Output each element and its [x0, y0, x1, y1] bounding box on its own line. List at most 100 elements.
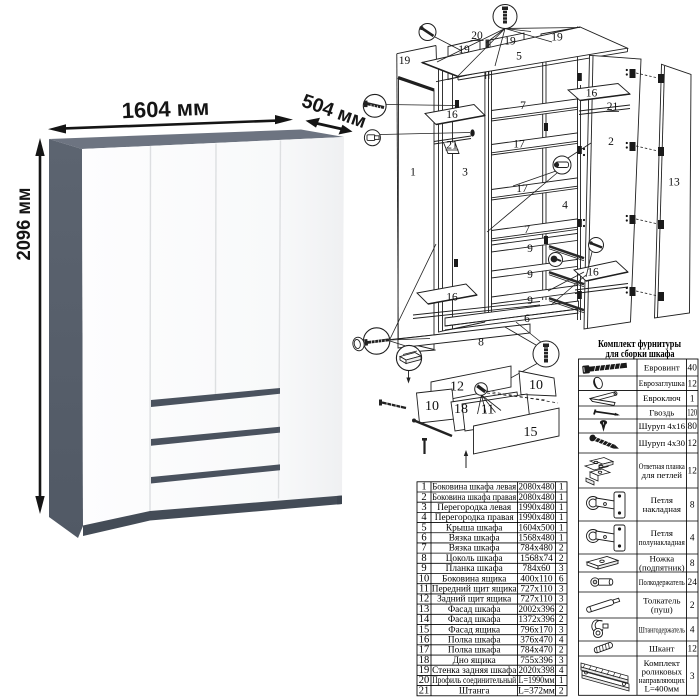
- svg-text:2: 2: [559, 554, 564, 564]
- svg-text:1604x500: 1604x500: [519, 523, 555, 533]
- svg-text:Еврозаглушка: Еврозаглушка: [639, 378, 685, 388]
- svg-text:7: 7: [421, 543, 426, 554]
- svg-text:2: 2: [559, 615, 564, 625]
- svg-text:L=372мм: L=372мм: [518, 686, 555, 696]
- svg-text:16: 16: [587, 267, 599, 279]
- svg-text:12: 12: [419, 594, 430, 605]
- svg-text:727x110: 727x110: [520, 595, 553, 605]
- svg-text:17: 17: [516, 183, 528, 195]
- svg-text:7: 7: [520, 100, 526, 112]
- svg-text:7: 7: [524, 224, 530, 236]
- svg-text:Боковина ящика: Боковина ящика: [442, 574, 506, 584]
- svg-text:40: 40: [688, 364, 698, 374]
- svg-text:2080x480: 2080x480: [519, 493, 555, 503]
- svg-text:накладная: накладная: [643, 504, 681, 514]
- svg-text:755x396: 755x396: [520, 656, 553, 666]
- svg-text:80: 80: [688, 422, 698, 432]
- svg-text:L=1990мм: L=1990мм: [519, 676, 555, 686]
- svg-text:20: 20: [419, 675, 430, 686]
- svg-text:2: 2: [559, 544, 564, 554]
- svg-text:3: 3: [559, 564, 564, 574]
- svg-text:3: 3: [462, 167, 468, 179]
- svg-text:3: 3: [421, 502, 426, 513]
- svg-text:1: 1: [559, 493, 564, 503]
- svg-text:9: 9: [527, 243, 533, 255]
- svg-text:13: 13: [419, 604, 430, 615]
- svg-text:19: 19: [419, 665, 430, 676]
- svg-text:8: 8: [478, 337, 484, 349]
- svg-text:Комплект фурнитуры: Комплект фурнитуры: [598, 338, 681, 350]
- svg-text:Комплект: Комплект: [644, 658, 680, 668]
- svg-text:1568x480: 1568x480: [519, 534, 555, 544]
- svg-text:16: 16: [419, 634, 430, 645]
- svg-text:Петля: Петля: [651, 495, 673, 505]
- svg-text:727x110: 727x110: [520, 584, 553, 594]
- svg-text:15: 15: [524, 425, 538, 440]
- svg-text:2: 2: [421, 492, 426, 503]
- svg-text:120: 120: [687, 409, 697, 419]
- svg-text:Дно ящика: Дно ящика: [453, 656, 496, 666]
- svg-text:796x170: 796x170: [520, 625, 553, 635]
- svg-text:784x60: 784x60: [523, 564, 551, 574]
- svg-text:Полкодержатель: Полкодержатель: [639, 577, 685, 587]
- svg-text:4: 4: [559, 635, 564, 645]
- svg-text:1: 1: [559, 523, 564, 533]
- svg-text:15: 15: [419, 624, 430, 635]
- svg-text:Фасад ящика: Фасад ящика: [448, 625, 500, 635]
- svg-text:Стенка задняя шкафа: Стенка задняя шкафа: [432, 665, 516, 676]
- svg-text:полунакладная: полунакладная: [639, 537, 685, 547]
- svg-text:784x480: 784x480: [520, 544, 553, 554]
- svg-text:19: 19: [399, 55, 411, 67]
- svg-text:18: 18: [419, 655, 430, 666]
- svg-text:1: 1: [421, 482, 426, 493]
- svg-text:6: 6: [421, 533, 426, 544]
- svg-text:8: 8: [421, 553, 426, 564]
- svg-text:(пуш): (пуш): [651, 604, 673, 614]
- svg-text:17: 17: [513, 139, 525, 151]
- svg-text:11: 11: [419, 583, 429, 594]
- svg-text:2: 2: [559, 605, 564, 615]
- svg-text:11: 11: [481, 403, 494, 418]
- svg-text:2: 2: [559, 686, 564, 696]
- svg-text:12: 12: [688, 379, 698, 389]
- svg-text:для петлей: для петлей: [642, 470, 683, 480]
- svg-text:12: 12: [688, 645, 698, 655]
- svg-text:4: 4: [562, 200, 568, 212]
- svg-text:Вязка шкафа: Вязка шкафа: [449, 533, 500, 544]
- svg-text:10: 10: [425, 399, 439, 414]
- svg-text:Полка шкафа: Полка шкафа: [448, 634, 501, 645]
- svg-text:Боковина шкафа левая: Боковина шкафа левая: [432, 482, 517, 493]
- svg-text:19: 19: [551, 32, 563, 44]
- svg-text:Цоколь шкафа: Цоколь шкафа: [446, 553, 503, 564]
- svg-text:8: 8: [690, 501, 695, 511]
- svg-text:Штангодержатель: Штангодержатель: [639, 625, 685, 635]
- svg-text:2: 2: [608, 136, 614, 148]
- svg-text:Задний щит ящика: Задний щит ящика: [437, 594, 511, 605]
- svg-text:1: 1: [559, 503, 564, 513]
- svg-text:Фасад шкафа: Фасад шкафа: [448, 614, 501, 625]
- svg-text:Петля: Петля: [651, 528, 673, 538]
- svg-text:376x470: 376x470: [520, 635, 553, 645]
- svg-text:Толкатель: Толкатель: [643, 596, 680, 606]
- svg-text:16: 16: [446, 292, 458, 304]
- svg-text:1: 1: [559, 534, 564, 544]
- svg-text:Шкант: Шкант: [649, 644, 675, 654]
- svg-text:20: 20: [471, 30, 483, 42]
- svg-text:784x470: 784x470: [520, 646, 553, 656]
- svg-text:2020x398: 2020x398: [519, 666, 555, 676]
- svg-text:Штанга: Штанга: [459, 686, 490, 696]
- svg-text:19: 19: [458, 44, 470, 56]
- svg-text:1990x480: 1990x480: [519, 513, 555, 523]
- svg-text:3: 3: [559, 595, 564, 605]
- svg-text:Ножка: Ножка: [649, 554, 674, 564]
- svg-text:21: 21: [446, 140, 458, 152]
- svg-text:Крыша шкафа: Крыша шкафа: [446, 522, 503, 533]
- svg-text:6: 6: [524, 313, 530, 325]
- svg-text:Профиль соединительный: Профиль соединительный: [432, 675, 516, 686]
- svg-text:Ответная планка: Ответная планка: [639, 461, 685, 471]
- svg-text:Планка шкафа: Планка шкафа: [446, 563, 503, 574]
- svg-text:Шуруп 4x16: Шуруп 4x16: [639, 421, 686, 431]
- svg-text:3: 3: [559, 656, 564, 666]
- svg-text:24: 24: [688, 578, 698, 588]
- svg-text:Передний щит ящика: Передний щит ящика: [432, 583, 517, 594]
